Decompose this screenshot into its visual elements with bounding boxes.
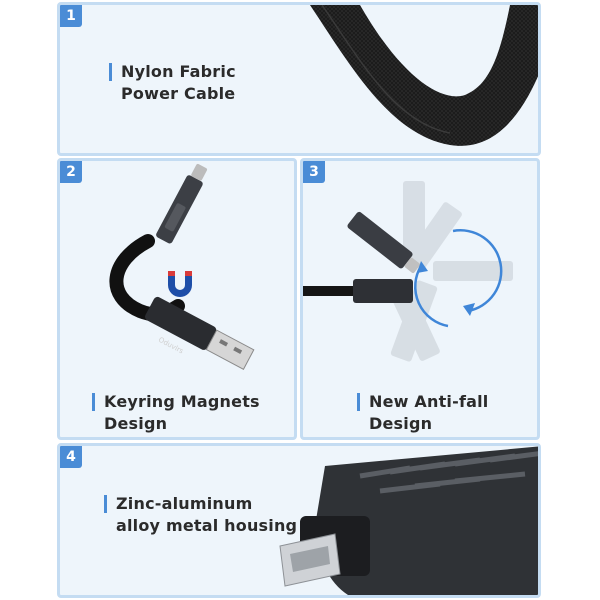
panel-caption: Zinc-aluminum alloy metal housing (104, 493, 297, 537)
panel-anti-fall: 3 (300, 158, 540, 440)
caption-accent-bar (104, 495, 107, 513)
panel-keyring-magnets: 2 Oduvlrs (57, 158, 297, 440)
panel-nylon-fabric: 1 Nylon Fabric Power Cable (57, 2, 541, 156)
magnet-icon (168, 271, 192, 297)
caption-line: Keyring Magnets (104, 392, 260, 411)
panel-number-badge: 4 (60, 446, 82, 468)
panel-zinc-aluminum: 4 Zinc-aluminum alloy metal housing (57, 443, 541, 598)
brand-mark: Oduvlrs (157, 336, 185, 356)
caption-accent-bar (92, 393, 95, 411)
panel-number-badge: 2 (60, 161, 82, 183)
caption-line: Design (369, 414, 433, 433)
caption-line: New Anti-fall (369, 392, 489, 411)
panel-caption: New Anti-fall Design (357, 391, 488, 435)
caption-accent-bar (357, 393, 360, 411)
rotating-connector-icon (303, 181, 513, 362)
caption-line: Nylon Fabric (121, 62, 236, 81)
caption-accent-bar (109, 63, 112, 81)
panel-caption: Keyring Magnets Design (92, 391, 260, 435)
panel-number-badge: 1 (60, 5, 82, 27)
panel-number-badge: 3 (303, 161, 325, 183)
micro-usb-plug-icon (279, 446, 538, 595)
panel-caption: Nylon Fabric Power Cable (109, 61, 236, 105)
braided-cable-icon (310, 5, 538, 146)
usb-keyring-cable-icon (109, 163, 255, 370)
caption-line: Power Cable (121, 84, 236, 103)
caption-line: alloy metal housing (116, 516, 298, 535)
caption-line: Design (104, 414, 168, 433)
caption-line: Zinc-aluminum (116, 494, 253, 513)
